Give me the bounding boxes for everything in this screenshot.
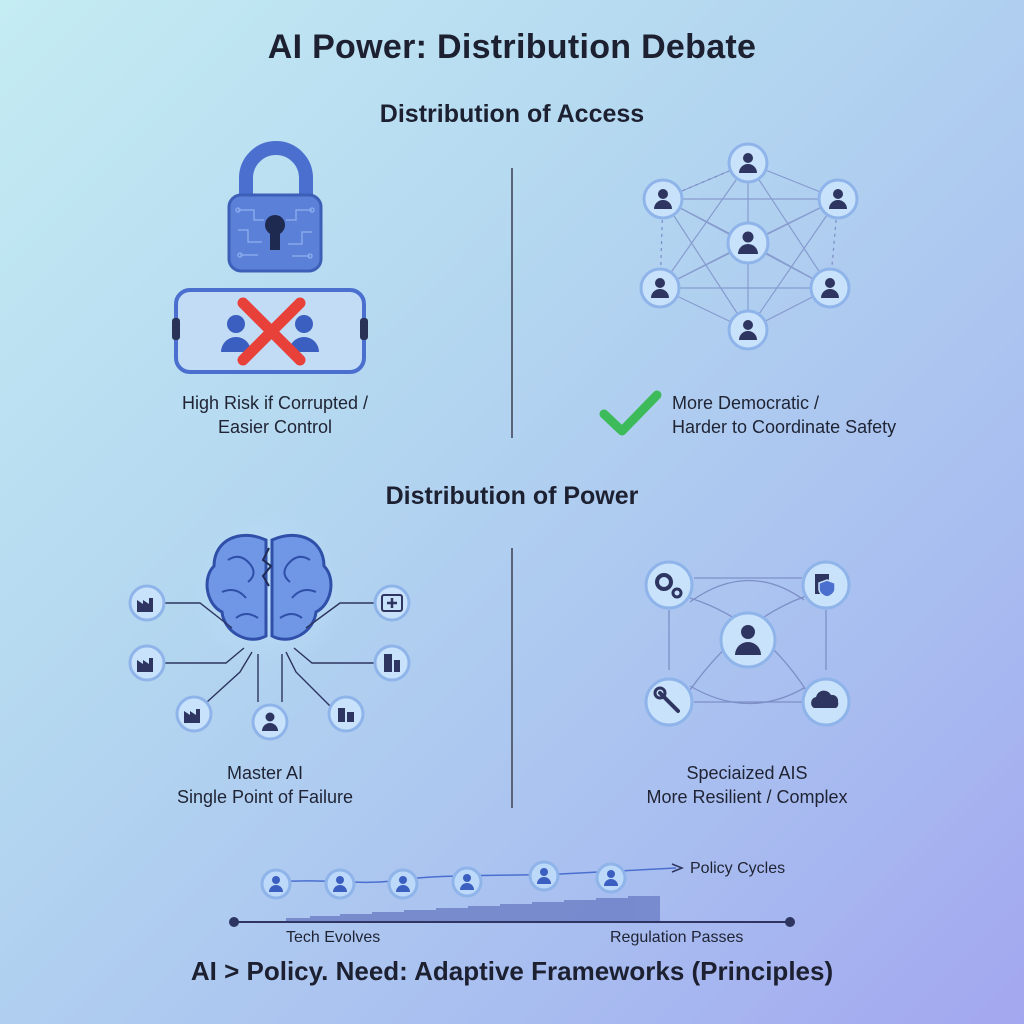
factory-icon <box>130 586 164 620</box>
power-right-caption: Speciaized AIS More Resilient / Complex <box>622 761 872 809</box>
power-left-caption-line2: Single Point of Failure <box>140 785 390 809</box>
cloud-icon <box>803 679 849 725</box>
access-right-caption-line2: Harder to Coordinate Safety <box>672 415 972 439</box>
access-section-title: Distribution of Access <box>0 100 1024 129</box>
person-icon <box>729 311 767 349</box>
person-icon <box>728 223 768 263</box>
access-left-caption-line2: Easier Control <box>150 415 400 439</box>
wrench-icon <box>646 679 692 725</box>
person-icon <box>253 705 287 739</box>
person-icon <box>811 269 849 307</box>
regulation-passes-label: Regulation Passes <box>610 929 743 947</box>
person-icon <box>597 864 625 892</box>
city-icon <box>375 646 409 680</box>
power-right-caption-line1: Speciaized AIS <box>622 761 872 785</box>
power-divider <box>511 548 513 808</box>
person-icon <box>641 269 679 307</box>
gears-icon <box>646 562 692 608</box>
person-icon <box>729 144 767 182</box>
power-right-caption-line2: More Resilient / Complex <box>622 785 872 809</box>
person-icon <box>530 862 558 890</box>
access-left-caption-line1: High Risk if Corrupted / <box>150 391 400 415</box>
person-icon <box>326 870 354 898</box>
blocked-access-panel <box>172 290 368 372</box>
red-x-icon <box>243 303 300 360</box>
person-icon <box>819 180 857 218</box>
access-right-caption: More Democratic / Harder to Coordinate S… <box>672 391 972 439</box>
medical-icon <box>375 586 409 620</box>
person-icon <box>644 180 682 218</box>
connected-sector-nodes <box>130 586 409 739</box>
green-checkmark-icon <box>604 395 657 431</box>
power-section-title: Distribution of Power <box>0 482 1024 511</box>
person-icon <box>221 315 251 352</box>
access-divider <box>511 168 513 438</box>
escalating-bars <box>286 896 660 922</box>
person-icon <box>721 613 775 667</box>
policy-cycles-label: Policy Cycles <box>690 860 785 878</box>
power-left-caption-line1: Master AI <box>140 761 390 785</box>
cycle-nodes <box>262 862 625 898</box>
tech-evolves-label: Tech Evolves <box>286 929 380 947</box>
person-icon <box>262 870 290 898</box>
brain-icon <box>207 535 331 639</box>
access-left-caption: High Risk if Corrupted / Easier Control <box>150 391 400 439</box>
person-icon <box>453 868 481 896</box>
person-icon <box>389 870 417 898</box>
conclusion-text: AI > Policy. Need: Adaptive Frameworks (… <box>0 956 1024 987</box>
factory-icon <box>130 646 164 680</box>
person-icon <box>289 315 319 352</box>
specialized-nodes <box>646 562 849 725</box>
city-icon <box>329 697 363 731</box>
network-nodes <box>641 144 857 349</box>
access-right-caption-line1: More Democratic / <box>672 391 972 415</box>
page-title: AI Power: Distribution Debate <box>0 28 1024 67</box>
power-left-caption: Master AI Single Point of Failure <box>140 761 390 809</box>
factory-icon <box>177 697 211 731</box>
padlock-icon <box>229 148 321 271</box>
shield-document-icon <box>803 562 849 608</box>
